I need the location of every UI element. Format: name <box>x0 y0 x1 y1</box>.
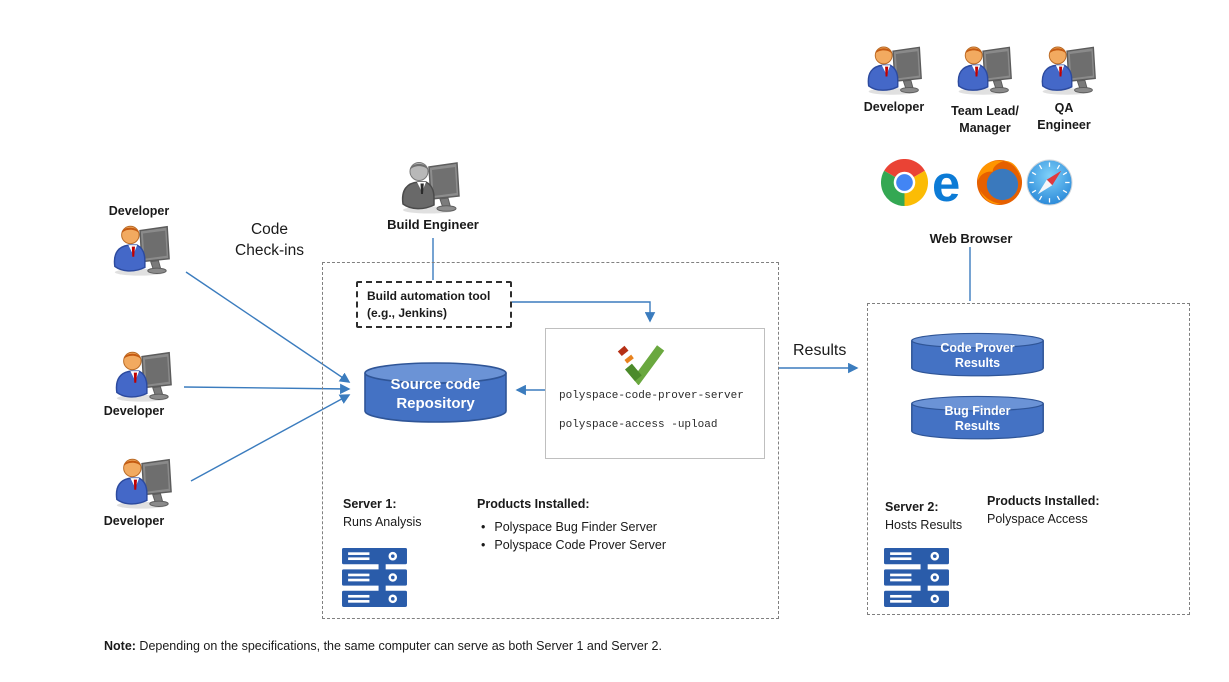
chrome-icon <box>881 159 928 206</box>
server2-products-title: Products Installed: <box>987 494 1100 508</box>
footer-note: Note: Depending on the specifications, t… <box>104 639 1084 653</box>
viewer-label-qa: QA Engineer <box>1037 101 1091 132</box>
server1-role: Runs Analysis <box>343 515 422 529</box>
build-automation-box: Build automation tool (e.g., Jenkins) <box>356 281 512 328</box>
product-label: Polyspace Code Prover Server <box>494 538 666 552</box>
code-prover-results-label: Code Prover Results <box>940 341 1015 370</box>
bullet: • <box>481 520 486 534</box>
server1-title: Server 1: <box>343 497 397 511</box>
server2-title: Server 2: <box>885 500 939 514</box>
developer-label: Developer <box>103 514 165 528</box>
server2-dashed-box <box>867 303 1190 615</box>
developer-icon <box>864 42 924 96</box>
team-lead-icon <box>954 42 1014 96</box>
qa-engineer-icon <box>1038 42 1098 96</box>
results-label: Results <box>793 342 847 359</box>
bug-finder-results-label: Bug Finder Results <box>944 404 1011 433</box>
viewer-label-team-lead: Team Lead/ Manager <box>951 104 1019 135</box>
build-engineer-icon <box>398 158 462 214</box>
developer-icon <box>110 221 172 277</box>
developer-icon <box>112 454 174 510</box>
note-prefix: Note: <box>104 639 136 653</box>
firefox-icon <box>976 159 1023 206</box>
command-access-upload: polyspace-access -upload <box>559 419 718 431</box>
polyspace-logo-icon <box>616 343 666 385</box>
viewer-label-developer: Developer <box>863 100 925 114</box>
developer-label: Developer <box>103 404 165 418</box>
server1-rack-icon <box>341 548 408 607</box>
product-label: Polyspace Bug Finder Server <box>494 520 657 534</box>
build-engineer-label: Build Engineer <box>387 217 479 232</box>
safari-icon <box>1026 159 1073 206</box>
server2-rack-icon <box>883 548 950 607</box>
code-checkins-label: Code Check-ins <box>235 221 304 259</box>
developer-label: Developer <box>108 204 170 218</box>
command-code-prover: polyspace-code-prover-server <box>559 390 744 402</box>
bullet: • <box>481 538 486 552</box>
server1-products-title: Products Installed: <box>477 497 590 511</box>
server2-role: Hosts Results <box>885 518 963 532</box>
product-item: • Polyspace Code Prover Server <box>481 538 666 553</box>
server2-product-label: Polyspace Access <box>987 512 1088 526</box>
developer-icon <box>112 347 174 403</box>
source-repo-label: Source code Repository <box>390 376 481 412</box>
product-item: • Polyspace Bug Finder Server <box>481 520 657 535</box>
polyspace-command-box: polyspace-code-prover-server polyspace-a… <box>545 328 765 459</box>
note-body: Depending on the specifications, the sam… <box>135 639 662 653</box>
edge-icon <box>929 159 976 206</box>
web-browser-label: Web Browser <box>929 231 1013 246</box>
server1-dashed-box <box>322 262 779 619</box>
